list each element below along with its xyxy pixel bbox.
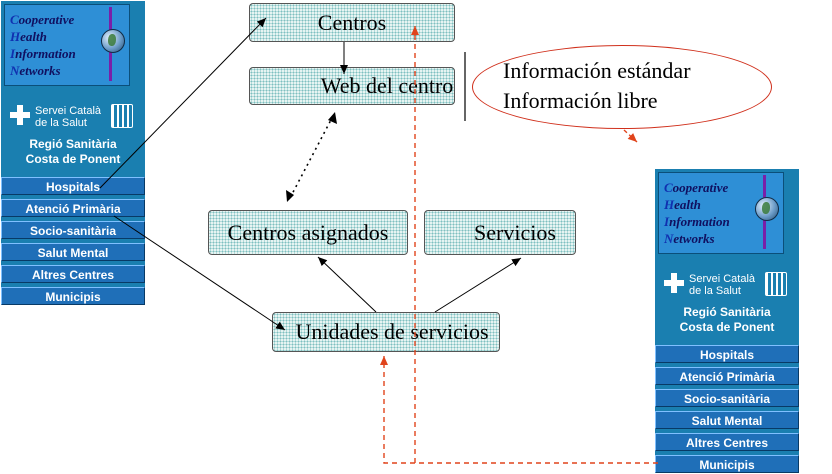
menu-salut-mental[interactable]: Salut Mental: [1, 243, 145, 261]
node-web-del-centro[interactable]: Web del centro: [249, 67, 455, 105]
globe-icon: [101, 29, 125, 53]
dotted-link-web-asignados: [289, 115, 334, 199]
arrow-hospitals-to-centros: [99, 17, 267, 189]
health-cross-icon: [664, 273, 684, 293]
health-cross-icon: [10, 105, 30, 125]
arrowhead-down: [286, 190, 294, 202]
region-name: Regió Sanitària Costa de Ponent: [679, 305, 775, 334]
chin-logo-text: Cooperative Health Information Networks: [10, 12, 76, 78]
info-libre-label: Información libre: [503, 88, 658, 113]
info-estandar-label: Información estándar: [503, 58, 691, 83]
node-servicios[interactable]: Servicios: [424, 210, 576, 255]
menu-hospitals[interactable]: Hospitals: [1, 177, 145, 195]
catalonia-emblem-icon: [765, 272, 787, 296]
arrowhead-up: [328, 112, 337, 124]
arrow-unidades-to-servicios: [434, 257, 522, 313]
menu-atencio-primaria[interactable]: Atenció Primària: [1, 199, 145, 217]
chin-logo: Cooperative Health Information Networks: [658, 172, 784, 254]
menu-altres-centres[interactable]: Altres Centres: [655, 433, 799, 451]
node-unidades-de-servicios[interactable]: Unidades de servicios: [272, 312, 500, 352]
servei-name: Servei Català de la Salut: [689, 273, 756, 297]
menu-socio-sanitaria[interactable]: Socio-sanitària: [1, 221, 145, 239]
menu-atencio-primaria[interactable]: Atenció Primària: [655, 367, 799, 385]
left-nav-panel: Cooperative Health Information Networks …: [1, 1, 145, 305]
menu-municipis[interactable]: Municipis: [1, 287, 145, 305]
catalonia-emblem-icon: [111, 104, 133, 128]
right-nav-panel: Cooperative Health Information Networks …: [655, 169, 799, 473]
menu-altres-centres[interactable]: Altres Centres: [1, 265, 145, 283]
node-centros[interactable]: Centros: [249, 3, 455, 42]
info-ellipse: [472, 45, 772, 129]
menu-salut-mental[interactable]: Salut Mental: [655, 411, 799, 429]
dashed-link-to-unidades: [380, 356, 415, 464]
menu-socio-sanitaria[interactable]: Socio-sanitària: [655, 389, 799, 407]
dashed-link-municipis-to-centros: [411, 26, 658, 464]
dashed-link-ellipse-to-panel: [623, 129, 638, 143]
chin-logo: Cooperative Health Information Networks: [4, 4, 130, 86]
servei-name: Servei Català de la Salut: [35, 105, 102, 129]
arrow-atencio-to-unidades: [113, 215, 286, 331]
arrow-unidades-to-asignados: [317, 256, 377, 313]
region-name: Regió Sanitària Costa de Ponent: [25, 137, 121, 166]
chin-logo-text: Cooperative Health Information Networks: [664, 180, 730, 246]
globe-icon: [755, 197, 779, 221]
menu-hospitals[interactable]: Hospitals: [655, 345, 799, 363]
node-centros-asignados[interactable]: Centros asignados: [208, 210, 408, 255]
